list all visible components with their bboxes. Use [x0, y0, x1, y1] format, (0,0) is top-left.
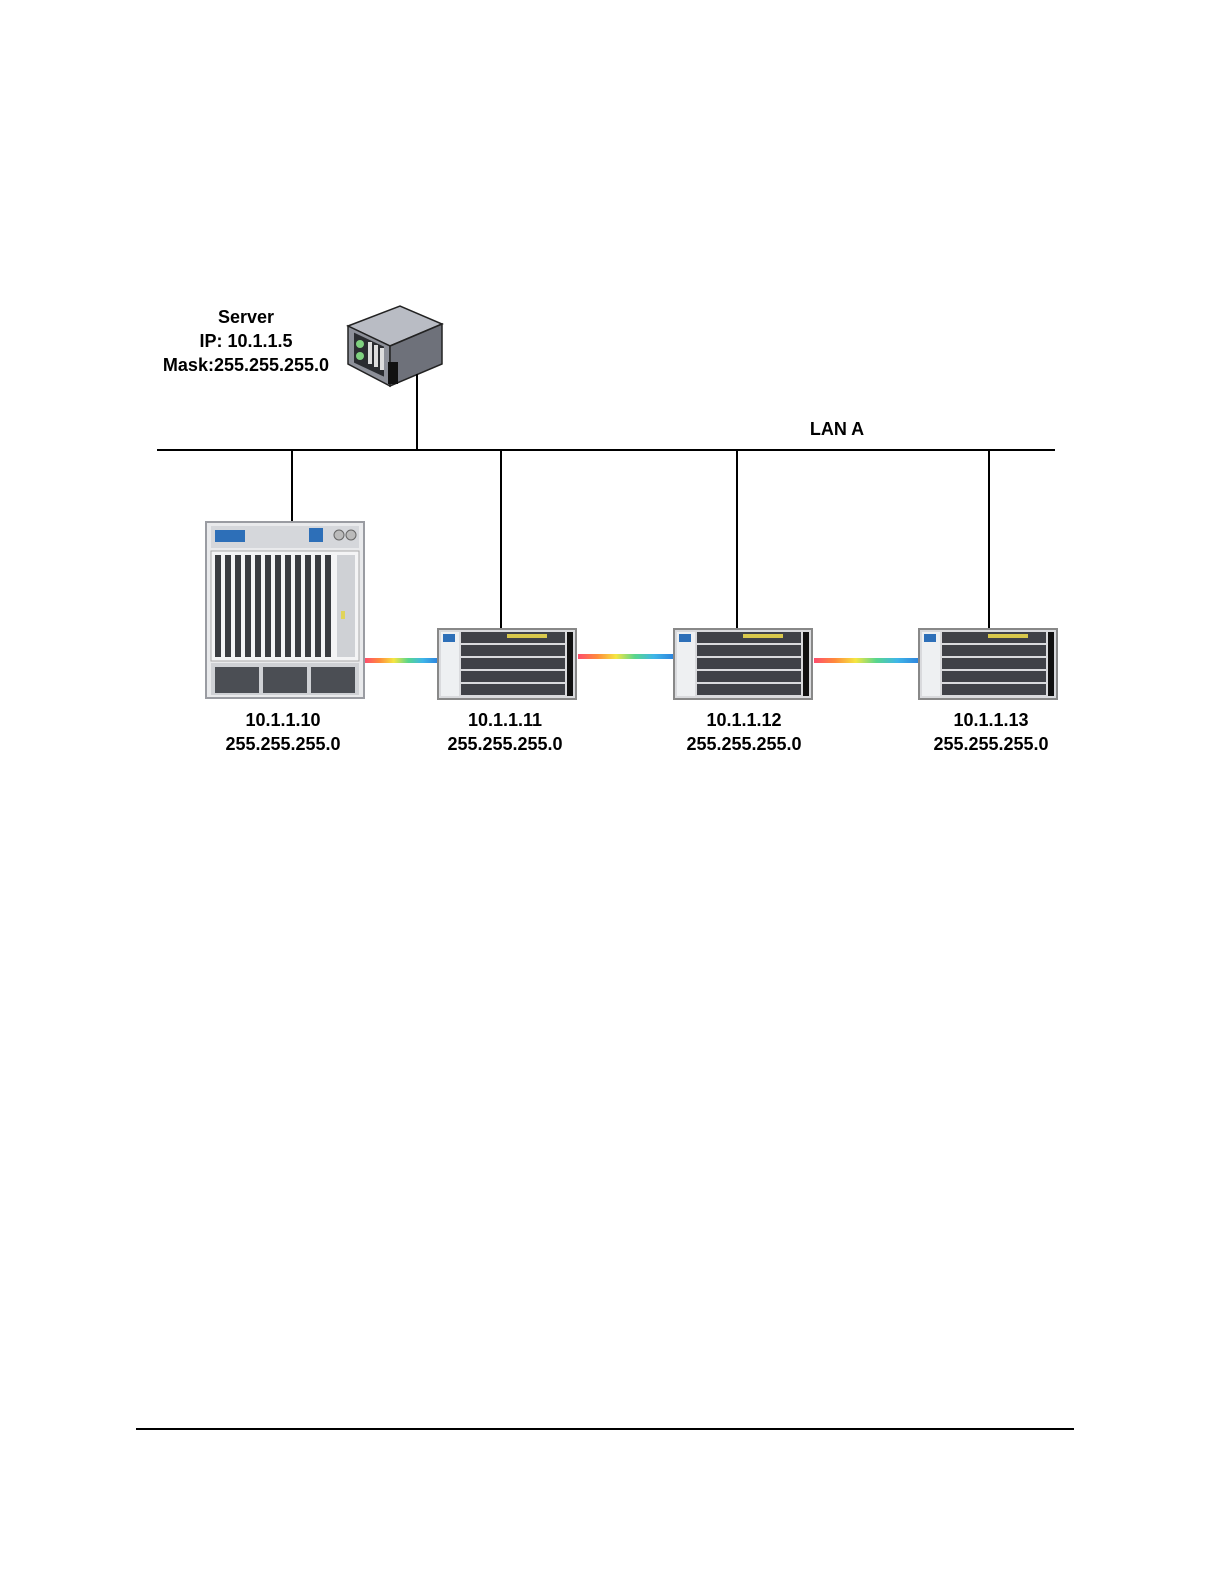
node-drop-line-4	[988, 450, 990, 630]
compact-chassis-icon	[437, 628, 577, 700]
server-label: Server IP: 10.1.1.5 Mask:255.255.255.0	[146, 305, 346, 377]
node-mask: 255.255.255.0	[415, 732, 595, 756]
fiber-link-2	[578, 654, 673, 659]
server-mask: Mask:255.255.255.0	[146, 353, 346, 377]
node-label-1: 10.1.1.10 255.255.255.0	[193, 708, 373, 756]
node-label-3: 10.1.1.12 255.255.255.0	[654, 708, 834, 756]
node-ip: 10.1.1.11	[415, 708, 595, 732]
node-ip: 10.1.1.12	[654, 708, 834, 732]
footer-divider	[136, 1428, 1074, 1430]
node-label-2: 10.1.1.11 255.255.255.0	[415, 708, 595, 756]
lan-label: LAN A	[797, 417, 877, 441]
large-chassis-icon	[205, 521, 365, 699]
node-ip: 10.1.1.10	[193, 708, 373, 732]
server-ip: IP: 10.1.1.5	[146, 329, 346, 353]
node-drop-line-1	[291, 450, 293, 522]
node-mask: 255.255.255.0	[193, 732, 373, 756]
server-title: Server	[146, 305, 346, 329]
fiber-link-1	[365, 658, 437, 663]
compact-chassis-icon	[918, 628, 1058, 700]
fiber-link-3	[814, 658, 918, 663]
node-mask: 255.255.255.0	[654, 732, 834, 756]
compact-chassis-icon	[673, 628, 813, 700]
server-drop-line	[416, 374, 418, 450]
node-label-4: 10.1.1.13 255.255.255.0	[901, 708, 1081, 756]
server-icon	[344, 304, 444, 388]
node-mask: 255.255.255.0	[901, 732, 1081, 756]
node-ip: 10.1.1.13	[901, 708, 1081, 732]
node-drop-line-2	[500, 450, 502, 630]
node-drop-line-3	[736, 450, 738, 630]
